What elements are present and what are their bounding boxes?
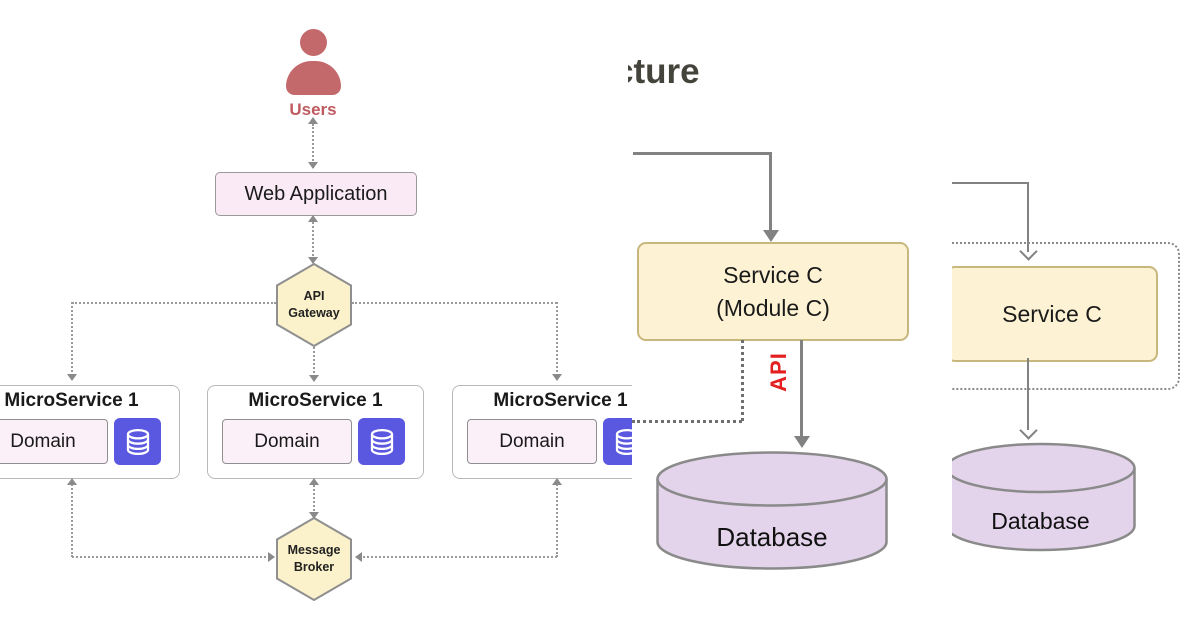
domain-label: Domain [499, 430, 565, 452]
database-cylinder [656, 451, 888, 570]
connector-service-c-database [800, 340, 803, 436]
api-gateway-label-line2: Gateway [288, 306, 340, 320]
connector-users-webapp [312, 124, 314, 168]
message-broker-label-line1: Message [287, 543, 341, 558]
arrowhead-right [268, 552, 275, 562]
microservice-2-title: MicroService 1 [248, 390, 383, 411]
arrowhead-down [308, 162, 318, 169]
arrowhead-down [308, 257, 318, 264]
database-label: Database [991, 508, 1090, 534]
arrowhead-up [67, 478, 77, 485]
arrowhead-down [309, 512, 319, 519]
microservice-1-node: MicroService 1 Domain [0, 385, 180, 479]
left-diagram: Users Web Application API Gateway [0, 29, 632, 601]
connector-gateway-ms3 [352, 302, 557, 304]
connector-gateway-ms2 [313, 347, 315, 377]
connector-ms1-broker [71, 481, 73, 557]
arrowhead-down [762, 230, 779, 242]
users-label: Users [289, 100, 337, 119]
right-diagram: Service C Database [952, 0, 1200, 630]
connector-into-service-c [952, 182, 1029, 184]
arrowhead-down [309, 375, 319, 382]
connector-into-service-c [769, 152, 772, 230]
module-boundary-dotted-rect [952, 242, 1180, 390]
database-label: Database [716, 522, 828, 552]
middle-diagram: cture Service C (Module C) API Database [628, 0, 952, 630]
domain-node: Domain [222, 419, 352, 464]
domain-label: Domain [10, 430, 76, 452]
service-c-module-node: Service C (Module C) [637, 242, 909, 341]
api-gateway-hexagon [276, 263, 352, 347]
api-gateway-node: API Gateway [276, 263, 352, 347]
dotted-connector-service-c [632, 420, 742, 423]
domain-node: Domain [467, 419, 597, 464]
service-c-label-line2: (Module C) [716, 294, 830, 321]
connector-into-service-c [633, 152, 772, 155]
arrowhead-down [552, 374, 562, 381]
connector-ms2-broker [313, 481, 315, 515]
service-c-label: Service C [1002, 300, 1102, 327]
database-icon [603, 418, 632, 465]
microservice-3-title: MicroService 1 [493, 390, 628, 411]
arrowhead-up [309, 478, 319, 485]
user-icon-body [286, 61, 341, 95]
api-flow-label: API [766, 352, 791, 392]
user-icon-head [300, 29, 327, 56]
connector-ms1-broker [72, 556, 270, 558]
web-application-label: Web Application [244, 182, 388, 205]
connector-webapp-gateway [312, 218, 314, 260]
domain-node: Domain [0, 419, 108, 464]
arrowhead-up [308, 117, 318, 124]
database-icon [114, 418, 161, 465]
connector-gateway-ms1 [71, 302, 73, 376]
arrowhead-down [67, 374, 77, 381]
arrowhead-up [552, 478, 562, 485]
service-c-node: Service C [952, 266, 1158, 362]
dotted-connector-service-c [741, 340, 744, 421]
connector-into-service-c [1027, 182, 1029, 252]
connector-ms3-broker [360, 556, 557, 558]
service-c-label-line1: Service C [723, 261, 823, 288]
arrowhead-down [1019, 421, 1038, 440]
microservice-2-node: MicroService 1 Domain [207, 385, 424, 479]
arrowhead-down [793, 436, 810, 448]
web-application-node: Web Application [215, 172, 417, 216]
message-broker-node: Message Broker [276, 517, 352, 601]
connector-ms3-broker [556, 481, 558, 557]
database-icon [358, 418, 405, 465]
microservice-3-node: MicroService 1 Domain [452, 385, 632, 479]
page-title-fragment: cture [628, 52, 700, 91]
connector-gateway-ms3 [556, 302, 558, 376]
microservice-1-title: MicroService 1 [4, 390, 139, 411]
connector-service-c-database [1027, 358, 1029, 430]
message-broker-label-line2: Broker [293, 560, 335, 574]
database-cylinder [952, 442, 1136, 552]
message-broker-hexagon [276, 517, 352, 601]
api-gateway-label-line1: API [303, 289, 325, 304]
arrowhead-up [308, 215, 318, 222]
domain-label: Domain [254, 430, 320, 452]
connector-gateway-ms1 [72, 302, 276, 304]
arrowhead-left [355, 552, 362, 562]
